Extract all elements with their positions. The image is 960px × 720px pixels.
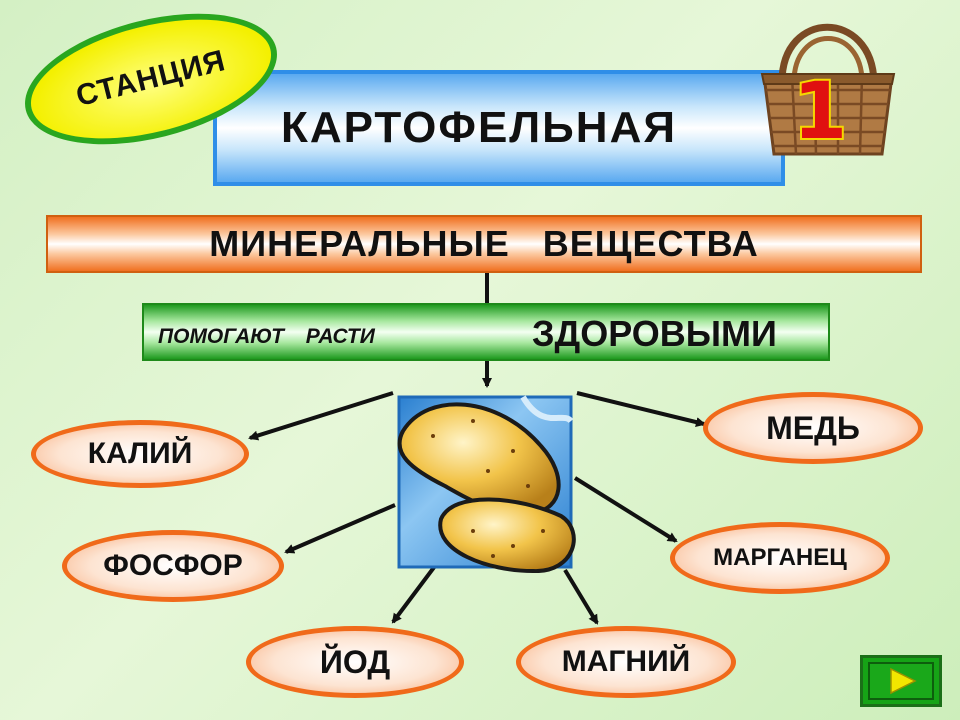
play-next-icon [868,662,934,700]
arrow-to-marganets [573,476,678,543]
station-number: 1 [791,67,849,157]
station-label: СТАНЦИЯ [72,44,229,114]
element-oval-med: МЕДЬ [703,392,923,464]
element-oval-magniy: МАГНИЙ [516,626,736,698]
next-slide-button[interactable] [860,655,942,707]
arrow-to-med [576,391,706,427]
element-oval-yod: ЙОД [246,626,464,698]
arrow-to-magniy [563,568,599,625]
element-label: МАГНИЙ [561,645,691,678]
minerals-text: МИНЕРАЛЬНЫЕ ВЕЩЕСТВА [209,223,759,264]
element-oval-marganets: МАРГАНЕЦ [670,522,890,594]
arrow-to-kaliy [248,391,394,441]
element-oval-kaliy: КАЛИЙ [31,420,249,488]
arrow-to-yod [391,564,437,624]
element-label: МАРГАНЕЦ [713,544,847,571]
basket-icon [760,23,896,156]
minerals-bar: МИНЕРАЛЬНЫЕ ВЕЩЕСТВА [46,215,922,273]
title-text: КАРТОФЕЛЬНАЯ [281,103,677,152]
element-label: ЙОД [319,643,391,680]
potato-icon [397,395,576,573]
help-italic-text: ПОМОГАЮТ РАСТИ [158,325,375,348]
element-label: ФОСФОР [103,549,243,582]
arrow-to-fosfor [284,503,396,554]
help-bar: ПОМОГАЮТ РАСТИ ЗДОРОВЫМИ [142,303,830,361]
element-label: КАЛИЙ [87,437,193,470]
title-box: КАРТОФЕЛЬНАЯ [213,70,785,186]
element-label: МЕДЬ [766,409,860,446]
element-oval-fosfor: ФОСФОР [62,530,284,602]
help-bold-text: ЗДОРОВЫМИ [532,313,777,354]
